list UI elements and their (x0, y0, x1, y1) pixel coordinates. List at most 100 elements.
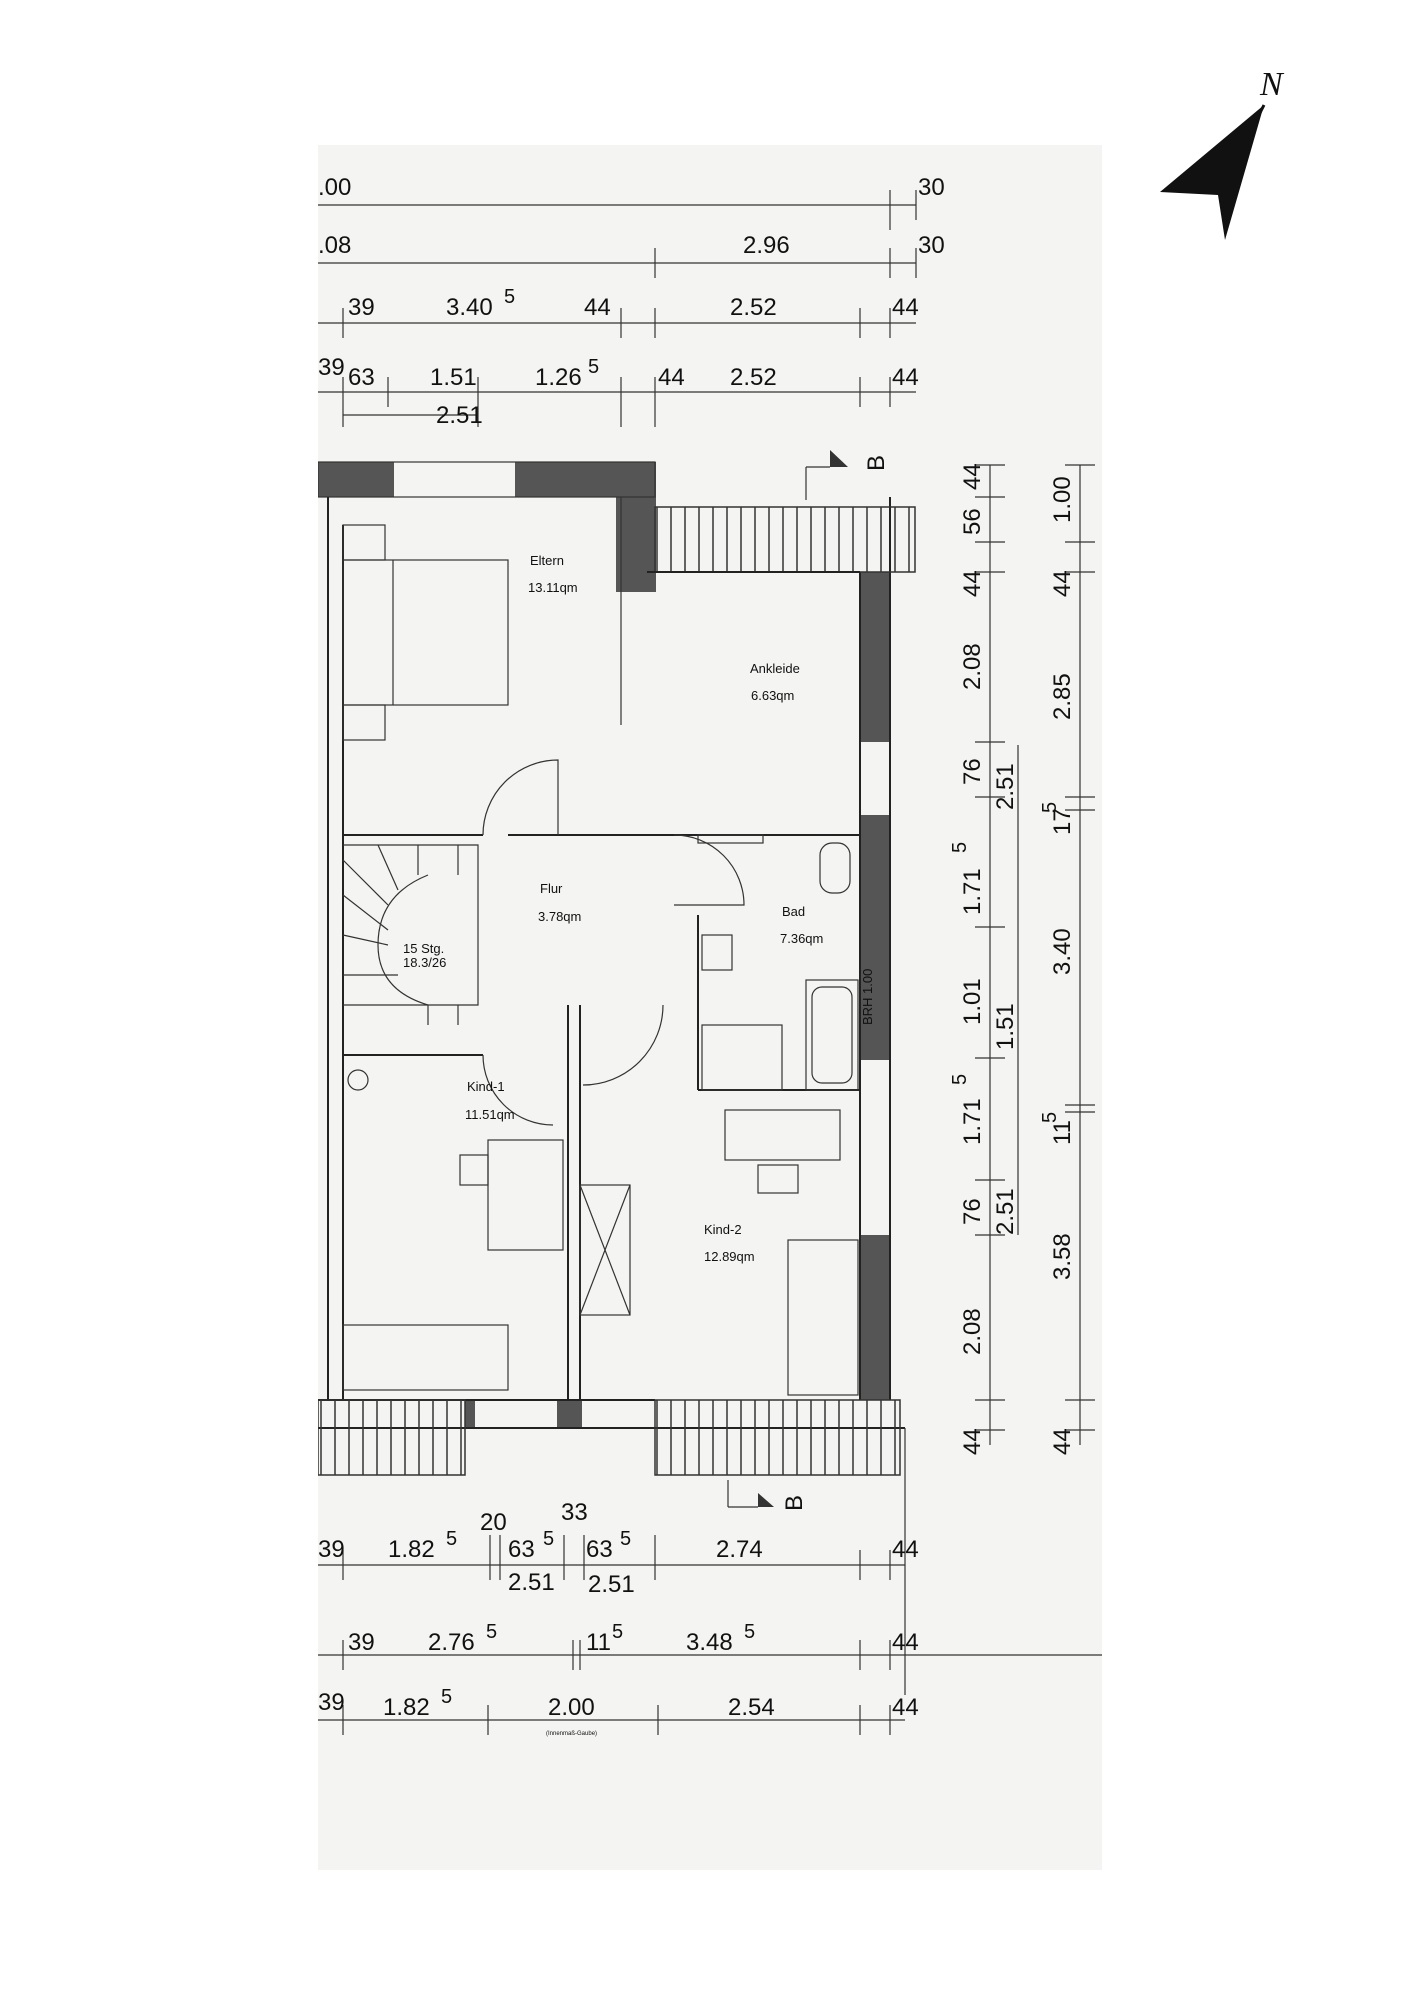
dormer-roof-bottom-right (654, 1399, 901, 1476)
north-arrow-head-icon (1160, 105, 1264, 240)
dim-right-outer-7: 5 (1039, 1112, 1061, 1123)
dim-right-inner-5: 2.51 (992, 763, 1019, 810)
stairs-ratio: 18.3/26 (403, 955, 446, 970)
dim-top-row3-2: 5 (504, 286, 515, 308)
dim-top-row2-mid: 2.96 (743, 232, 790, 259)
section-marker-top: B (805, 450, 890, 500)
section-marker-top-label: B (863, 455, 890, 471)
dim-top-row3-0: 39 (348, 294, 375, 321)
dim-top-row3-1: 3.40 (446, 294, 493, 321)
furniture (342, 524, 859, 1396)
bed-kind-2 (787, 1239, 859, 1396)
dim-bottom-row1-8: 5 (620, 1528, 631, 1550)
bottom-dimensions: 39 1.82 5 20 33 63 5 63 5 2.74 44 2.51 2… (318, 1499, 919, 1737)
dormer-roof-top (654, 506, 916, 573)
top-dimensions: .00 30 .08 2.96 30 39 3.40 5 44 2.52 44 … (318, 174, 945, 429)
dim-bottom-row1-4: 33 (561, 1499, 588, 1526)
dim-bottom-row1-3: 20 (480, 1509, 507, 1536)
dim-bottom-row3-5: 44 (892, 1694, 919, 1721)
dim-right-inner-13: 2.51 (992, 1188, 1019, 1235)
dim-right-inner-9: 1.51 (992, 1003, 1019, 1050)
dim-right-outer-1: 44 (1049, 570, 1076, 597)
dim-top-row4-0: 39 (318, 354, 345, 381)
dim-right-outer-4: 5 (1039, 802, 1061, 813)
floor-plan-sheet: .00 30 .08 2.96 30 39 3.40 5 44 2.52 44 … (318, 145, 1102, 1870)
dim-bottom-row1-1: 1.82 (388, 1536, 435, 1563)
dim-right-inner-6: 1.71 (959, 868, 986, 915)
desk-kind-1 (487, 1139, 564, 1251)
room-bad-area: 7.36qm (780, 931, 823, 946)
north-label: N (1259, 66, 1285, 103)
dim-bottom-row3-1: 1.82 (383, 1694, 430, 1721)
dim-top-row4-7: 44 (892, 364, 919, 391)
dim-top-row3-4: 2.52 (730, 294, 777, 321)
room-kind1-name: Kind-1 (467, 1079, 505, 1094)
room-kind1-area: 11.51qm (465, 1107, 515, 1122)
dim-bottom-row2-1: 2.76 (428, 1629, 475, 1656)
room-eltern-name: Eltern (530, 553, 564, 568)
dim-bottom-row3-note: (Innenmaß-Gaube) (546, 1731, 597, 1737)
dim-top-row1-right: 30 (918, 174, 945, 201)
north-arrow: N (1160, 66, 1285, 240)
dim-bottom-row3-2: 5 (441, 1686, 452, 1708)
dim-right-inner-10: 1.71 (959, 1098, 986, 1145)
section-marker-bottom-label: B (781, 1495, 808, 1511)
bed-kind-1 (342, 1324, 509, 1391)
dim-bottom-row2-7: 44 (892, 1629, 919, 1656)
room-flur-name: Flur (540, 881, 563, 896)
toilet (819, 842, 851, 894)
dim-bottom-row2-4: 5 (612, 1621, 623, 1643)
dim-top-row3-5: 44 (892, 294, 919, 321)
dim-right-inner-2: 44 (959, 570, 986, 597)
dim-right-outer-5: 3.40 (1049, 928, 1076, 975)
dim-bottom-row3-0: 39 (318, 1689, 345, 1716)
dim-top-row3-3: 44 (584, 294, 611, 321)
dim-right-inner-7: 5 (949, 842, 971, 853)
dormer-roof-bottom-left (318, 1399, 466, 1476)
dim-bottom-row3-4: 2.54 (728, 1694, 775, 1721)
dim-bottom-row1-7: 63 (586, 1536, 613, 1563)
dim-top-row4-5: 44 (658, 364, 685, 391)
room-ankleide-name: Ankleide (750, 661, 800, 676)
room-eltern-area: 13.11qm (528, 580, 578, 595)
staircase: 15 Stg. 18.3/26 (342, 844, 479, 1091)
dim-right-inner-15: 44 (959, 1428, 986, 1455)
bed-eltern (342, 559, 509, 706)
desk-kind-2 (724, 1109, 841, 1161)
dim-right-inner-11: 5 (949, 1074, 971, 1085)
room-kind2-name: Kind-2 (704, 1222, 742, 1237)
dim-bottom-row2-5: 3.48 (686, 1629, 733, 1656)
dim-bottom-row2-0: 39 (348, 1629, 375, 1656)
room-flur-area: 3.78qm (538, 909, 581, 924)
room-kind2-area: 12.89qm (704, 1249, 755, 1264)
dim-bottom-row1-2: 5 (446, 1528, 457, 1550)
dim-bottom-row1-sub-1: 2.51 (588, 1571, 635, 1598)
dim-right-outer-2: 2.85 (1049, 673, 1076, 720)
dim-right-outer-0: 1.00 (1049, 476, 1076, 523)
dim-bottom-row2-2: 5 (486, 1621, 497, 1643)
dim-right-inner-1: 56 (959, 508, 986, 535)
dim-right-inner-0: 44 (959, 463, 986, 490)
dim-right-outer-6: 11 (1049, 1120, 1076, 1145)
dim-bottom-row2-3: 11 (586, 1629, 611, 1656)
brh-label: BRH 1.00 (860, 969, 875, 1025)
sink (701, 934, 733, 971)
dim-bottom-row2-6: 5 (744, 1621, 755, 1643)
dim-top-row4-1: 63 (348, 364, 375, 391)
dim-bottom-row1-sub-0: 2.51 (508, 1569, 555, 1596)
dim-bottom-row1-0: 39 (318, 1536, 345, 1563)
section-marker-bottom: B (727, 1480, 808, 1511)
dim-bottom-row1-6: 5 (543, 1528, 554, 1550)
dim-right-inner-8: 1.01 (959, 978, 986, 1025)
dim-top-row4-sub: 2.51 (436, 402, 483, 429)
stairs-count: 15 Stg. (403, 941, 444, 956)
dim-top-row4-4: 5 (588, 356, 599, 378)
dim-top-row2-left: .08 (318, 232, 351, 259)
dim-right-inner-3: 2.08 (959, 643, 986, 690)
dim-right-inner-12: 76 (959, 1198, 986, 1225)
dim-right-outer-8: 3.58 (1049, 1233, 1076, 1280)
dim-right-inner-4: 76 (959, 758, 986, 785)
dim-top-row4-6: 2.52 (730, 364, 777, 391)
dim-bottom-row1-9: 2.74 (716, 1536, 763, 1563)
dim-bottom-row1-10: 44 (892, 1536, 919, 1563)
